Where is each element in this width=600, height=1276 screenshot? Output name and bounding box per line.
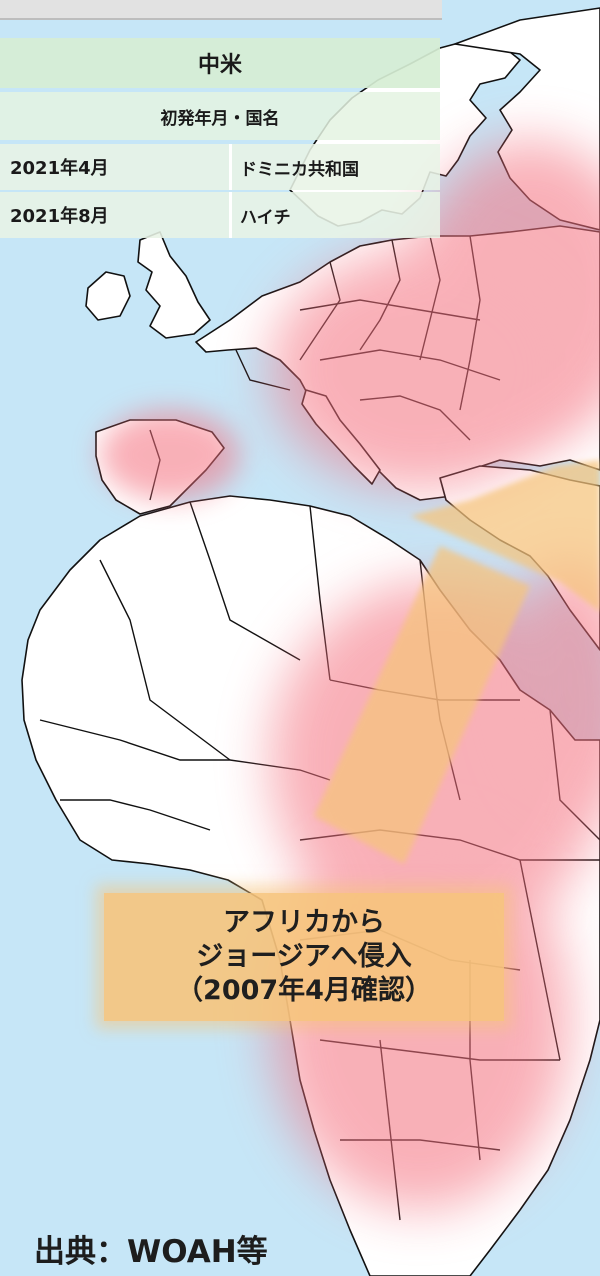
table-cell-date: 2021年4月 — [0, 144, 232, 190]
spread-callout: アフリカから ジョージアへ侵入 （2007年4月確認） — [104, 893, 504, 1021]
land-britain — [137, 231, 211, 339]
table-subheader-row: 初発年月・国名 — [0, 92, 440, 140]
table-cell-country: ドミニカ共和国 — [232, 144, 440, 190]
table-cell-date: 2021年8月 — [0, 192, 232, 238]
arrow-head — [410, 460, 600, 612]
top-strip — [0, 0, 442, 20]
callout-line-3: （2007年4月確認） — [176, 975, 432, 1006]
callout-line-1: アフリカから — [223, 907, 385, 938]
table-row: 2021年4月 ドミニカ共和国 — [0, 144, 440, 190]
table-row: 2021年8月 ハイチ — [0, 192, 440, 238]
callout-line-2: ジョージアへ侵入 — [196, 941, 412, 972]
table-subheader: 初発年月・国名 — [0, 92, 440, 140]
table-title: 中米 — [0, 38, 440, 88]
table-cell-country: ハイチ — [232, 192, 440, 238]
source-credit: 出典：WOAH等 — [34, 1234, 268, 1270]
spread-arrow — [314, 460, 600, 864]
arrow-body — [314, 546, 530, 864]
table-header-row: 中米 — [0, 38, 440, 88]
land-ireland — [85, 271, 131, 321]
